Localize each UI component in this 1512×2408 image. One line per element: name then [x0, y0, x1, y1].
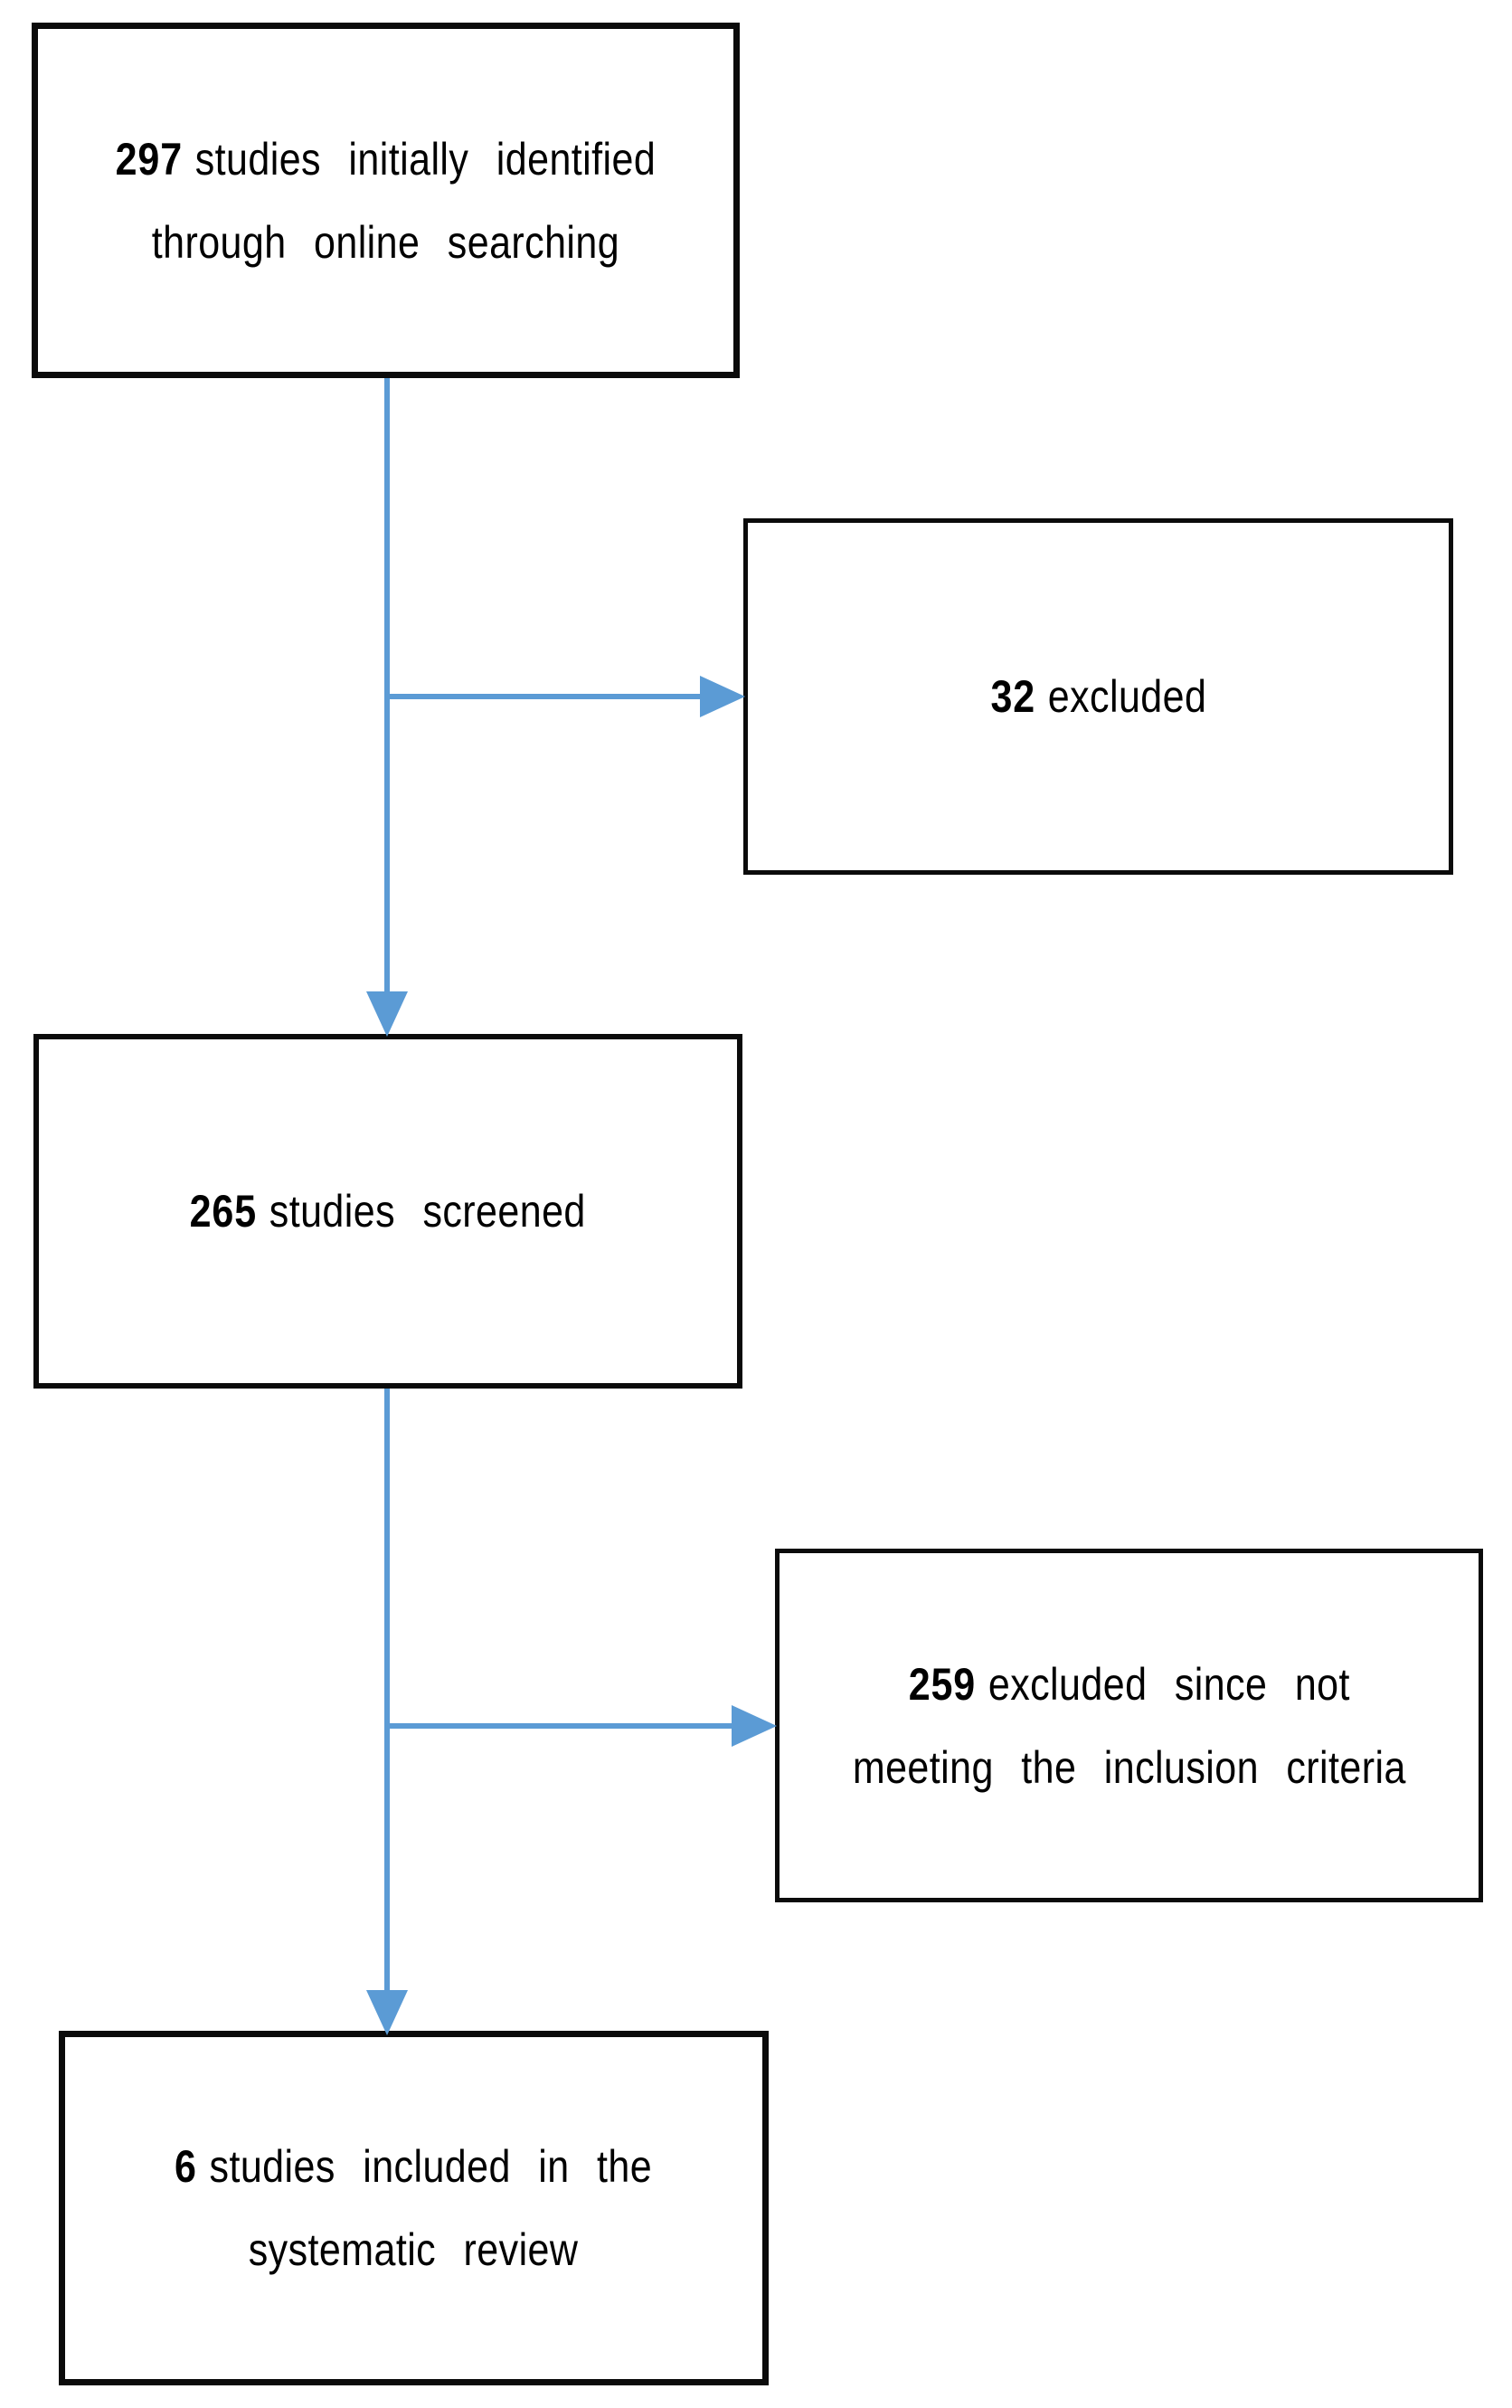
arrowhead-down-into-included: [366, 1990, 408, 2035]
connector-screened-to-included: [384, 1389, 390, 1993]
arrowhead-right-into-excluded-initial: [700, 676, 745, 717]
count-excluded-criteria: 259: [908, 1658, 976, 1710]
arrowhead-right-into-excluded-criteria: [732, 1705, 777, 1747]
count-identified: 297: [115, 133, 184, 185]
connector-screened-to-excluded-criteria: [387, 1723, 732, 1729]
text-line: through online searching: [151, 216, 620, 268]
count-screened: 265: [189, 1186, 258, 1237]
count-included: 6: [175, 2141, 198, 2192]
label-identified: studies initially identified: [194, 133, 657, 185]
label-screened: studies screened: [269, 1186, 587, 1237]
connector-identified-to-excluded-initial: [387, 694, 705, 699]
connector-identified-to-screened: [384, 378, 390, 997]
label-included: studies included in the: [209, 2141, 653, 2192]
count-excluded-initial: 32: [990, 671, 1035, 722]
arrowhead-down-into-screened: [366, 991, 408, 1037]
text-line: systematic review: [249, 2224, 579, 2275]
label-excluded-criteria: excluded since not: [988, 1658, 1350, 1710]
text-line: meeting the inclusion criteria: [852, 1741, 1406, 1793]
label-excluded-initial: excluded: [1047, 671, 1206, 722]
